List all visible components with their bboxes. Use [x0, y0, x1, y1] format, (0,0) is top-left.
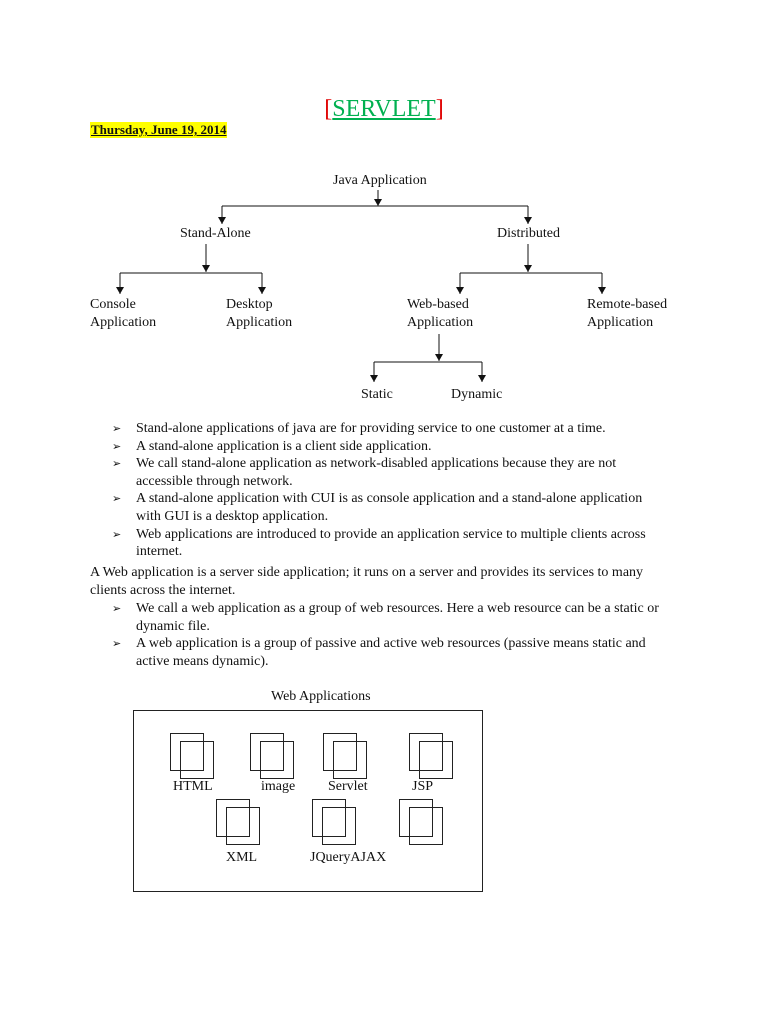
- node-console-application: Console Application: [90, 296, 156, 332]
- node-console-line2: Application: [90, 315, 157, 330]
- arrow-bullet-icon: ➢: [112, 637, 122, 651]
- node-stand-alone: Stand-Alone: [180, 226, 251, 241]
- list-item: ➢ Web applications are introduced to prov…: [110, 526, 670, 561]
- web-applications-title: Web Applications: [271, 689, 371, 704]
- web-applications-box: HTML image Servlet JSP XML JQueryAJAX: [133, 710, 483, 892]
- title-text: SERVLET: [332, 96, 436, 122]
- html-resource-icon: [170, 733, 220, 781]
- arrow-bullet-icon: ➢: [112, 457, 122, 471]
- node-distributed: Distributed: [497, 226, 560, 241]
- unlabeled-resource-icon: [399, 799, 449, 847]
- list-item: ➢ Stand-alone applications of java are fo…: [110, 420, 670, 438]
- node-desktop-application: Desktop Application: [226, 296, 292, 332]
- xml-resource-icon: [216, 799, 266, 847]
- list-item: ➢ A web application is a group of passive…: [110, 635, 670, 670]
- list-item-text: We call a web application as a group of …: [136, 601, 659, 634]
- node-remote-application: Remote-based Application: [587, 296, 667, 332]
- node-dynamic: Dynamic: [451, 387, 503, 402]
- list-item-text: A stand-alone application is a client si…: [136, 438, 432, 454]
- node-webbased-line2: Application: [407, 315, 474, 330]
- node-remote-line1: Remote-based: [587, 297, 668, 312]
- arrow-bullet-icon: ➢: [112, 527, 122, 541]
- node-webbased-line1: Web-based: [407, 297, 469, 312]
- node-webbased-application: Web-based Application: [407, 296, 473, 332]
- bullet-list-standalone: ➢ Stand-alone applications of java are fo…: [110, 420, 670, 561]
- date-highlight: Thursday, June 19, 2014: [90, 122, 228, 138]
- resource-label-html: HTML: [173, 779, 213, 794]
- node-java-application: Java Application: [333, 173, 427, 188]
- jqueryajax-resource-icon: [312, 799, 362, 847]
- web-application-paragraph: A Web application is a server side appli…: [90, 565, 644, 598]
- node-desktop-line1: Desktop: [226, 297, 273, 312]
- hierarchy-connectors: [116, 190, 606, 382]
- resource-label-xml: XML: [226, 850, 258, 865]
- title-close-bracket: ]: [435, 96, 444, 122]
- image-resource-icon: [250, 733, 300, 781]
- list-item-text: Web applications are introduced to provi…: [136, 526, 646, 560]
- arrow-bullet-icon: ➢: [112, 439, 122, 453]
- arrow-bullet-icon: ➢: [112, 422, 122, 435]
- list-item: ➢ We call a web application as a group of…: [110, 600, 670, 635]
- list-item-text: Stand-alone applications of java are for…: [136, 421, 606, 436]
- jsp-resource-icon: [409, 733, 459, 781]
- resource-label-jsp: JSP: [412, 779, 434, 794]
- list-item-text: We call stand-alone application as netwo…: [136, 456, 617, 489]
- node-desktop-line2: Application: [226, 315, 293, 330]
- node-remote-line2: Application: [587, 315, 654, 330]
- arrow-bullet-icon: ➢: [112, 602, 122, 615]
- resource-label-jqueryajax: JQueryAJAX: [310, 850, 387, 865]
- list-item: ➢ We call stand-alone application as netw…: [110, 455, 670, 490]
- list-item: ➢ A stand-alone application is a client s…: [110, 438, 670, 456]
- list-item-text: A web application is a group of passive …: [136, 636, 646, 669]
- list-item-text: A stand-alone application with CUI is as…: [136, 491, 643, 524]
- node-static: Static: [361, 387, 393, 402]
- node-console-line1: Console: [90, 297, 136, 312]
- bullet-list-web: ➢ We call a web application as a group of…: [110, 600, 670, 670]
- resource-label-image: image: [261, 779, 296, 794]
- title-open-bracket: [: [324, 96, 333, 122]
- resource-label-servlet: Servlet: [328, 779, 368, 794]
- servlet-resource-icon: [323, 733, 373, 781]
- arrow-bullet-icon: ➢: [112, 492, 122, 506]
- list-item: ➢ A stand-alone application with CUI is a…: [110, 490, 670, 525]
- page-title: [SERVLET]: [0, 94, 768, 124]
